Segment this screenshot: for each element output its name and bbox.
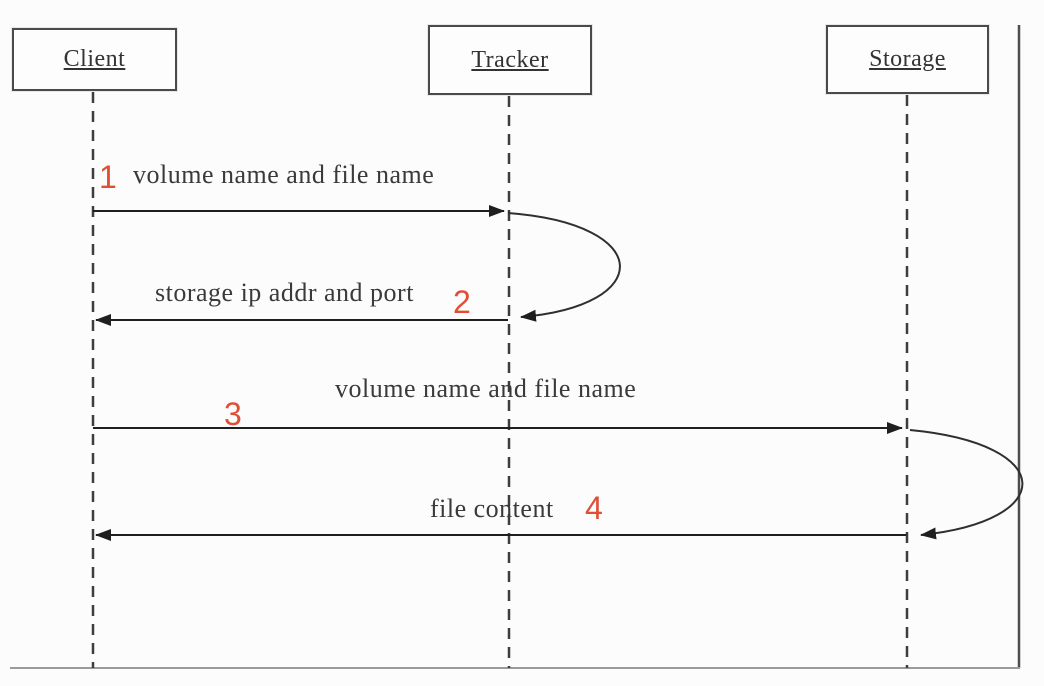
message-4-number: 4 [585, 490, 603, 526]
message-1-label: volume name and file name [133, 160, 435, 189]
message-4-label: file content [430, 494, 554, 523]
actor-box-client: Client [12, 28, 177, 91]
message-1-number: 1 [99, 159, 117, 195]
message-3-label: volume name and file name [335, 374, 637, 403]
tracker-processing-arc [507, 212, 621, 322]
message-2-number: 2 [453, 284, 471, 320]
actor-label-storage: Storage [869, 46, 946, 72]
message-3-number: 3 [224, 396, 242, 432]
actor-label-client: Client [63, 46, 126, 72]
actor-label-tracker: Tracker [471, 46, 549, 73]
actor-box-storage: Storage [826, 25, 989, 94]
storage-processing-arc [909, 429, 1024, 540]
message-2-label: storage ip addr and port [155, 278, 414, 307]
actor-box-tracker: Tracker [428, 25, 592, 95]
